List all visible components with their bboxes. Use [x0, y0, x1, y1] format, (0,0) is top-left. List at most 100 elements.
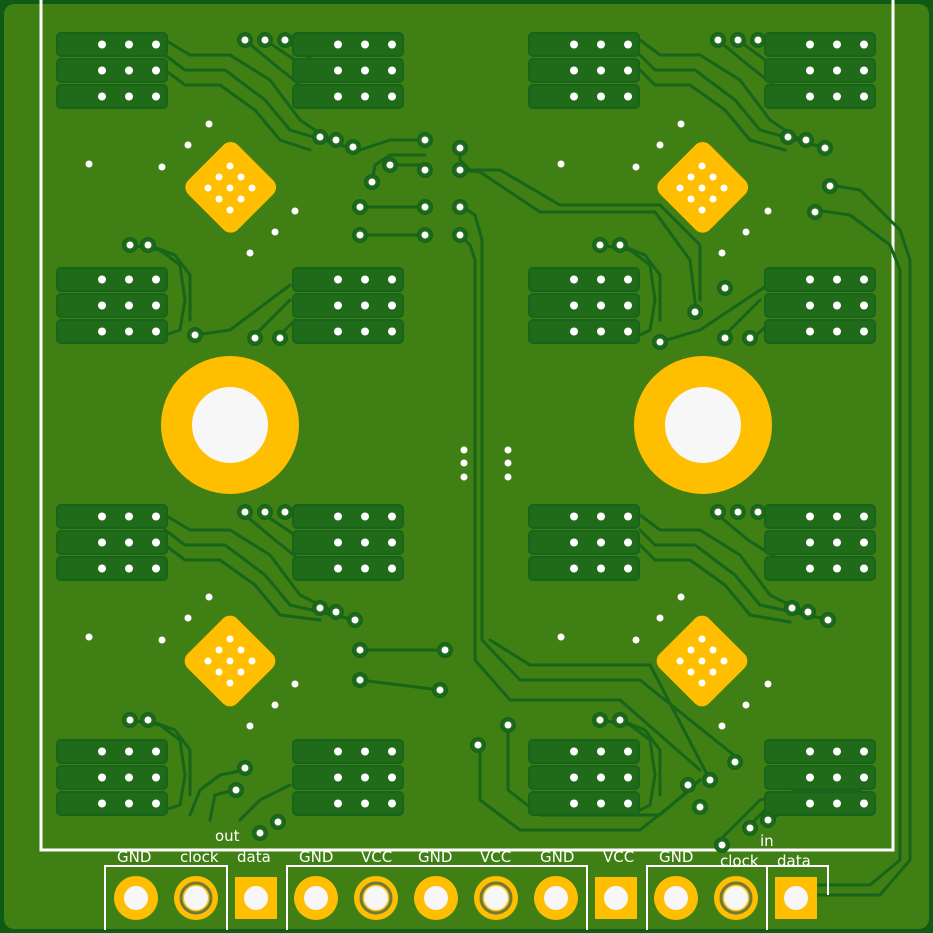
via-hole — [456, 231, 464, 239]
pad-dot — [860, 773, 868, 782]
pad-dot — [98, 92, 106, 101]
via-hole — [356, 231, 364, 239]
pad-dot — [597, 275, 605, 284]
via — [742, 701, 750, 709]
led-pad-bar — [764, 293, 876, 318]
thermal-via — [215, 668, 223, 676]
via-hole — [734, 508, 742, 516]
pad-dot — [98, 799, 106, 808]
thermal-via — [226, 184, 234, 192]
pad-dot — [334, 92, 342, 101]
pad-dot — [860, 747, 868, 756]
thermal-via — [709, 646, 717, 654]
via — [158, 636, 166, 644]
pad-dot — [806, 327, 814, 336]
connector-pin-hole — [544, 886, 568, 910]
connector-pin-ring — [479, 881, 513, 915]
pad-dot — [570, 747, 578, 756]
led-pad-bar — [292, 293, 404, 318]
led-pad-bar — [56, 791, 168, 816]
connector-pin-hole — [304, 886, 328, 910]
led-pad-bar — [292, 267, 404, 292]
pad-dot — [361, 747, 369, 756]
via-hole — [714, 36, 722, 44]
pad-dot — [98, 66, 106, 75]
pad-dot — [624, 301, 632, 310]
pad-dot — [833, 327, 841, 336]
thermal-via — [709, 668, 717, 676]
pad-dot — [361, 538, 369, 547]
via-hole — [281, 508, 289, 516]
pin-label-11: clock — [720, 852, 759, 870]
pad-dot — [125, 773, 133, 782]
pad-dot — [152, 773, 160, 782]
pad-dot — [833, 564, 841, 573]
pad-dot — [860, 92, 868, 101]
via — [246, 722, 254, 730]
led-pad-bar — [764, 58, 876, 83]
via-hole — [241, 36, 249, 44]
pad-dot — [388, 799, 396, 808]
via — [764, 680, 772, 688]
pad-dot — [334, 40, 342, 49]
led-pad-bar — [764, 84, 876, 109]
pad-dot — [624, 773, 632, 782]
led-pads — [56, 32, 876, 816]
pad-dot — [624, 564, 632, 573]
pad-dot — [860, 538, 868, 547]
pad-dot — [152, 301, 160, 310]
pad-dot — [361, 66, 369, 75]
pad-dot — [388, 66, 396, 75]
pad-dot — [388, 564, 396, 573]
led-pad-bar — [292, 530, 404, 555]
pad-dot — [152, 799, 160, 808]
pad-dot — [597, 512, 605, 521]
thermal-via — [226, 206, 234, 214]
label-out: out — [215, 827, 240, 845]
via-hole — [802, 136, 810, 144]
led-pad-bar — [528, 530, 640, 555]
via-hole — [596, 716, 604, 724]
thermal-via — [237, 646, 245, 654]
via-hole — [191, 331, 199, 339]
via-hole — [788, 604, 796, 612]
led-pad-bar — [528, 739, 640, 764]
connector-pin-ring — [179, 881, 213, 915]
led-pad-bar — [292, 791, 404, 816]
via — [460, 459, 468, 467]
pad-dot — [833, 799, 841, 808]
led-pad-bar — [56, 739, 168, 764]
pad-dot — [806, 773, 814, 782]
pad-dot — [624, 538, 632, 547]
pad-dot — [388, 512, 396, 521]
thermal-via — [226, 162, 234, 170]
pad-dot — [125, 66, 133, 75]
pad-dot — [806, 512, 814, 521]
pad-dot — [806, 747, 814, 756]
via-hole — [421, 231, 429, 239]
via — [656, 141, 664, 149]
led-pad-bar — [292, 58, 404, 83]
led-pad-bar — [764, 530, 876, 555]
pad-dot — [388, 327, 396, 336]
via-hole — [784, 133, 792, 141]
pad-dot — [570, 564, 578, 573]
pad-dot — [624, 747, 632, 756]
module-outline — [39, 0, 895, 852]
via-hole — [261, 508, 269, 516]
pad-dot — [361, 301, 369, 310]
pad-dot — [570, 92, 578, 101]
led-pad-bar — [528, 765, 640, 790]
pad-dot — [597, 301, 605, 310]
via-hole — [714, 508, 722, 516]
led-pad-bar — [56, 319, 168, 344]
via-hole — [256, 829, 264, 837]
pad-dot — [98, 512, 106, 521]
via-hole — [316, 133, 324, 141]
pad-dot — [98, 327, 106, 336]
thermal-via — [676, 657, 684, 665]
via — [677, 120, 685, 128]
via — [291, 680, 299, 688]
pad-dot — [98, 773, 106, 782]
